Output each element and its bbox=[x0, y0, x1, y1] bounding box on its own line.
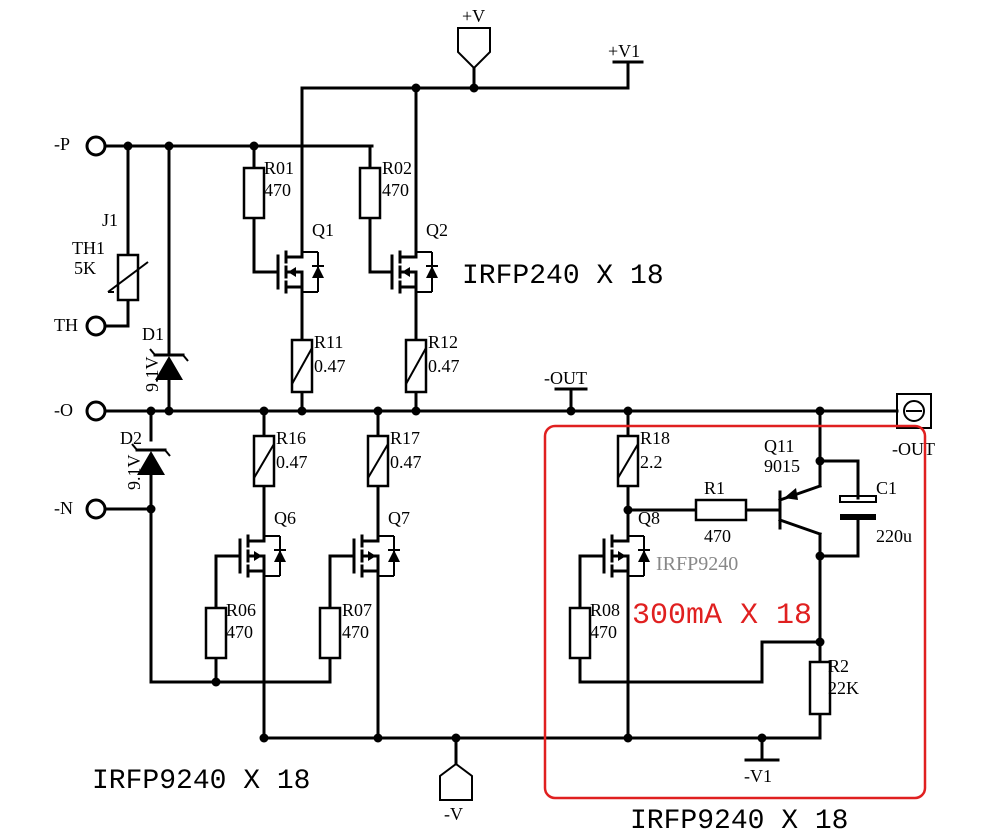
resistor-r07[interactable] bbox=[318, 606, 342, 660]
terminal-o[interactable] bbox=[85, 400, 107, 422]
terminal-n-label: -N bbox=[54, 498, 73, 518]
q8-value: IRFP9240 bbox=[656, 553, 738, 575]
resistor-r2[interactable] bbox=[808, 660, 832, 716]
terminal-p-label: -P bbox=[54, 134, 70, 154]
out-port-right[interactable] bbox=[896, 393, 932, 429]
q1-label: Q1 bbox=[312, 220, 334, 240]
bottom-group-note: IRFP9240 X 18 bbox=[92, 766, 310, 797]
terminal-p[interactable] bbox=[85, 135, 107, 157]
d1-label: D1 bbox=[142, 324, 164, 344]
capacitor-c1[interactable] bbox=[839, 495, 877, 520]
resistor-r18[interactable] bbox=[616, 434, 640, 488]
q11-value: 9015 bbox=[764, 456, 800, 476]
r1-value: 470 bbox=[704, 526, 731, 546]
pos-v1-connector bbox=[612, 60, 644, 90]
out-port-right-label: -OUT bbox=[892, 439, 935, 459]
current-source-highlight bbox=[543, 424, 927, 800]
r17-label: R17 bbox=[390, 428, 420, 448]
resistor-r08[interactable] bbox=[568, 606, 592, 660]
zener-d1[interactable] bbox=[149, 348, 189, 380]
th1-value: 5K bbox=[74, 258, 96, 278]
current-source-note: 300mA X 18 bbox=[632, 599, 812, 633]
q8-label: Q8 bbox=[638, 508, 660, 528]
resistor-r17[interactable] bbox=[366, 434, 390, 488]
junctions bbox=[123, 83, 825, 743]
zener-d2[interactable] bbox=[131, 443, 171, 475]
mosfet-q7[interactable] bbox=[352, 528, 400, 580]
r02-value: 470 bbox=[382, 180, 409, 200]
d1-value: 9.1V bbox=[142, 357, 162, 393]
resistor-r12[interactable] bbox=[404, 338, 428, 394]
th1-label: TH1 bbox=[72, 238, 105, 258]
mosfet-q1[interactable] bbox=[276, 243, 324, 294]
r01-label: R01 bbox=[264, 158, 294, 178]
terminal-th-label: TH bbox=[54, 315, 78, 335]
mosfet-q8[interactable] bbox=[602, 528, 650, 580]
r12-value: 0.47 bbox=[428, 356, 460, 376]
resistor-r16[interactable] bbox=[252, 434, 276, 488]
pos-v-connector bbox=[457, 27, 491, 90]
pos-v1-label: +V1 bbox=[608, 41, 640, 61]
r1-label: R1 bbox=[704, 478, 725, 498]
r11-value: 0.47 bbox=[314, 356, 346, 376]
r07-value: 470 bbox=[342, 622, 369, 642]
resistor-r01[interactable] bbox=[242, 166, 266, 220]
mosfet-q6[interactable] bbox=[238, 528, 286, 580]
r2-value: 22K bbox=[828, 678, 859, 698]
pos-v-label: +V bbox=[462, 6, 485, 26]
r01-value: 470 bbox=[264, 180, 291, 200]
q2-label: Q2 bbox=[426, 220, 448, 240]
q6-label: Q6 bbox=[274, 508, 296, 528]
resistor-r11[interactable] bbox=[290, 338, 314, 394]
r16-value: 0.47 bbox=[276, 452, 308, 472]
terminal-n[interactable] bbox=[85, 498, 107, 520]
terminal-th[interactable] bbox=[85, 315, 107, 337]
terminal-o-label: -O bbox=[54, 400, 73, 420]
mosfet-q2[interactable] bbox=[390, 243, 438, 294]
r16-label: R16 bbox=[276, 428, 306, 448]
transistor-q11[interactable] bbox=[778, 484, 822, 536]
resistor-r06[interactable] bbox=[204, 606, 228, 660]
resistor-r02[interactable] bbox=[358, 166, 382, 220]
q11-label: Q11 bbox=[764, 436, 794, 456]
r18-value: 2.2 bbox=[640, 452, 663, 472]
r2-label: R2 bbox=[828, 656, 849, 676]
top-group-note: IRFP240 X 18 bbox=[462, 261, 664, 292]
d2-label: D2 bbox=[120, 428, 142, 448]
r06-value: 470 bbox=[226, 622, 253, 642]
neg-v-label: -V bbox=[444, 804, 463, 824]
neg-v-connector bbox=[439, 736, 473, 801]
neg-v1-label: -V1 bbox=[744, 766, 772, 786]
r08-label: R08 bbox=[590, 600, 620, 620]
wiring bbox=[103, 86, 899, 740]
r06-label: R06 bbox=[226, 600, 256, 620]
c1-value: 220u bbox=[876, 526, 912, 546]
out-tap-top-label: -OUT bbox=[544, 368, 587, 388]
d2-value: 9.1V bbox=[124, 455, 144, 491]
j1-label: J1 bbox=[102, 210, 118, 230]
r08-value: 470 bbox=[590, 622, 617, 642]
c1-label: C1 bbox=[876, 478, 897, 498]
r17-value: 0.47 bbox=[390, 452, 422, 472]
resistor-r1[interactable] bbox=[694, 498, 748, 522]
thermistor-th1[interactable] bbox=[107, 253, 149, 302]
r18-label: R18 bbox=[640, 428, 670, 448]
r07-label: R07 bbox=[342, 600, 372, 620]
r02-label: R02 bbox=[382, 158, 412, 178]
q7-label: Q7 bbox=[388, 508, 410, 528]
r11-label: R11 bbox=[314, 332, 343, 352]
current-group-note: IRFP9240 X 18 bbox=[630, 806, 848, 837]
r12-label: R12 bbox=[428, 332, 458, 352]
